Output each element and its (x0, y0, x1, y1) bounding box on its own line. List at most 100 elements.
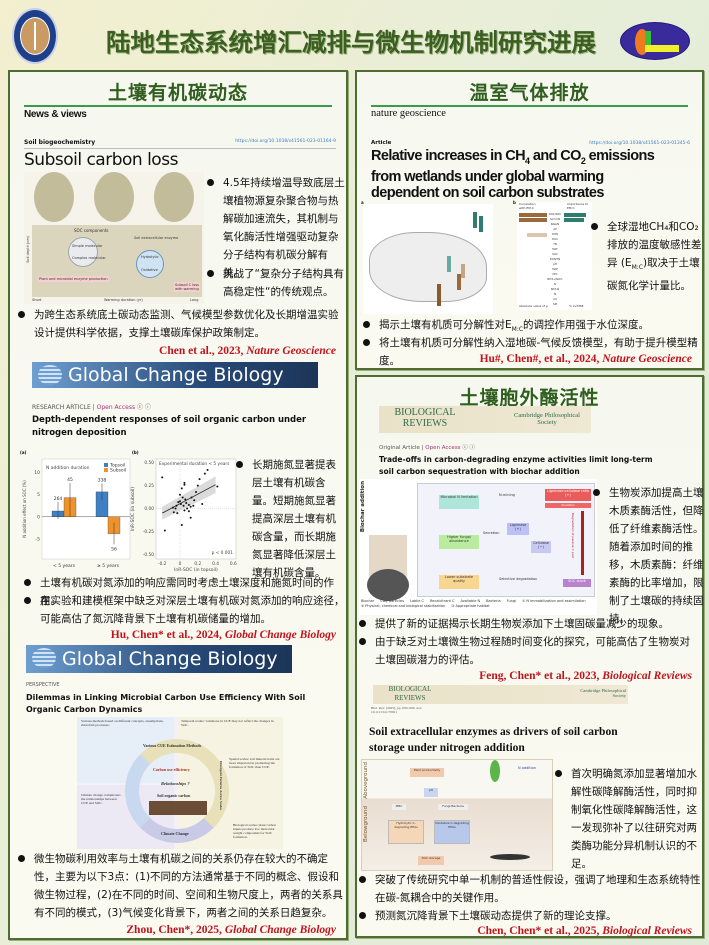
journal-name: nature geoscience (371, 108, 446, 119)
data-point (180, 524, 183, 527)
y-tick-label: -5 (36, 537, 41, 543)
data-point (179, 493, 181, 496)
data-point (186, 507, 189, 510)
y-tick-label: 0.25 (144, 483, 154, 489)
variable-label: DON/TN (549, 258, 561, 261)
journal-banner: Global Change Biology (26, 645, 292, 673)
nitrogen-enzyme-figure: Aboveground Belowground Plant productivi… (361, 759, 553, 871)
bullet: 微生物碳利用效率与土壤有机碳之间的关系仍存在较大的不确定性，主要为以下3点：(1… (18, 850, 343, 922)
legend-item: Bacteria (486, 599, 501, 603)
variable-label: Alt (553, 298, 557, 301)
y-axis-label: N addition effect on SOC (%) (22, 480, 27, 538)
bullet: 生物炭添加提高土壤木质素酶活性，但降低了纤维素酶活性。随着添加时间的推移，木质素… (593, 484, 705, 628)
bullet: 土壤有机碳对氮添加的响应需同时考虑土壤深度和施氮时间的作用。 (24, 574, 346, 610)
legend-item: Biochar (361, 599, 375, 603)
x-tick-label: < 5 years (53, 563, 76, 569)
variable-label: DOC/SOC (548, 213, 562, 216)
bullet: 挑战了“复杂分子结构具有高稳定性“的传统观点。 (207, 265, 345, 301)
data-point (179, 502, 182, 505)
variable-label: Soil C/N (549, 218, 561, 221)
bullet: 将土壤有机质可分解性纳入湿地碳-气候反馈模型，有助于提升模型精度。 (363, 334, 703, 370)
citation: Zhou, Chen*, 2025, Global Change Biology (126, 924, 336, 936)
y-tick-label: 5 (37, 492, 40, 498)
doi-link[interactable]: https://doi.org/10.1038/s41561-023-01345… (589, 141, 690, 146)
legend-swatch (104, 468, 108, 472)
data-point (163, 529, 166, 532)
data-point (184, 498, 187, 501)
doi-link[interactable]: https://doi.org/10.1038/s41561-023-01164… (235, 139, 336, 144)
data-point (216, 485, 219, 488)
data-point (174, 507, 177, 510)
p-value-annotation: p < 0.001 (212, 550, 234, 556)
bullet: 突破了传统研究中单一机制的普适性假设，强调了地理和生态系统特性在碳-氮耦合中的关… (359, 871, 704, 907)
cue-soc-figure: Various methods based on different conce… (77, 717, 283, 849)
variable-label: SM (553, 303, 557, 306)
x-tick-label: ≥ 5 years (97, 563, 120, 569)
biochar-addition-label: Biochar addition (360, 481, 366, 533)
legend-item: ① N immobilization and assimilation (522, 599, 586, 603)
variable-importance-figure: Correlation with EM:C Importance to EM:C… (517, 202, 592, 310)
data-point (195, 491, 197, 494)
chart-title: Experimental duration < 5 years (159, 461, 230, 467)
poster-title: 陆地生态系统增汇减排与微生物机制研究进展 (106, 28, 596, 57)
variable-label: AP (553, 228, 557, 231)
belowground-label: Belowground (363, 806, 369, 843)
variable-label: NH4+/NO3-N (547, 278, 563, 286)
bullet: 4.5年持续增温导致底层土壤植物源复杂聚合物与热解碳加速流失，其机制与氧化酶活性… (207, 174, 345, 282)
citation: Feng, Chen* et al., 2023, Biological Rev… (479, 670, 692, 682)
data-point (171, 506, 174, 509)
data-point (177, 501, 180, 504)
article-headline: Depth-dependent responses of soil organi… (32, 415, 307, 438)
data-point (183, 481, 186, 484)
variable-label: pH (553, 263, 557, 266)
panel-extracellular-enzyme: 土壤胞外酶活性 BIOLOGICAL REVIEWS Cambridge Phi… (355, 375, 704, 938)
data-point (201, 502, 204, 505)
article-headline: Trade-offs in carbon-degrading enzyme ac… (379, 455, 653, 476)
data-point (176, 512, 179, 515)
data-point (182, 504, 185, 507)
n-label: 45 (67, 477, 73, 483)
bullet: 长期施氮显著提表层土壤有机碳含量。短期施氮显著提高深层土壤有机碳含量，而长期施氮… (236, 456, 346, 582)
legend-item: Available N (460, 599, 481, 603)
journal-banner: Global Change Biology (32, 362, 318, 388)
variable-label: SOC (552, 253, 558, 256)
variable-label: NO3-N (550, 288, 560, 291)
bullet: 由于缺乏对土壤微生物过程随时间变化的探究，可能高估了生物炭对土壤固碳潜力的评估。 (359, 633, 699, 669)
data-point (189, 505, 192, 508)
open-access-badge: Open Access (425, 445, 461, 451)
data-point (203, 472, 206, 475)
variable-label: MAP (552, 268, 558, 271)
data-point (161, 476, 164, 479)
bullet: 预测氮沉降背景下土壤碳动态提供了新的理论支撑。 (359, 907, 704, 925)
legend-swatch (104, 463, 108, 467)
biochar-enzyme-figure: Biochar addition Microbial N limitation … (359, 479, 597, 615)
legend-item: Clay particles (380, 599, 405, 603)
data-point (206, 469, 209, 472)
article-headline: Subsoil carbon loss (24, 150, 178, 170)
legend-item: Labile C (410, 599, 425, 603)
n-label: 56 (111, 546, 117, 552)
journal-name: News & views (24, 109, 87, 120)
data-point (190, 496, 193, 499)
data-point (198, 478, 201, 481)
article-type: RESEARCH ARTICLE | Open Access ⓒ ⓘ (32, 404, 151, 411)
panel-label: (a) (20, 450, 27, 455)
data-point (185, 502, 188, 505)
data-point (196, 484, 199, 487)
legend-label: Subsoil (110, 468, 126, 474)
panel-soil-organic-carbon: 土壤有机碳动态 News & views Soil biogeochemistr… (8, 70, 348, 940)
variable-label: Ta (553, 293, 557, 296)
data-point (192, 504, 195, 507)
legend-label: Topsoil (109, 463, 125, 469)
citation: Hu#, Chen#, et al., 2024, Nature Geoscie… (479, 353, 692, 365)
section-title: 土壤胞外酶活性 (459, 387, 600, 409)
panel-label: (b) (132, 450, 139, 455)
n-label: 264 (54, 496, 63, 502)
data-point (187, 510, 190, 513)
variable-label: DON (552, 233, 558, 236)
citation: Chen et al., 2023, Nature Geoscience (159, 345, 336, 357)
legend-item: ③ Appropriate habitat (451, 604, 490, 608)
variable-label: NAG/N (550, 223, 560, 226)
legend-item: Recalcitrant C (430, 599, 455, 603)
x-tick-label: 0.6 (230, 561, 237, 567)
